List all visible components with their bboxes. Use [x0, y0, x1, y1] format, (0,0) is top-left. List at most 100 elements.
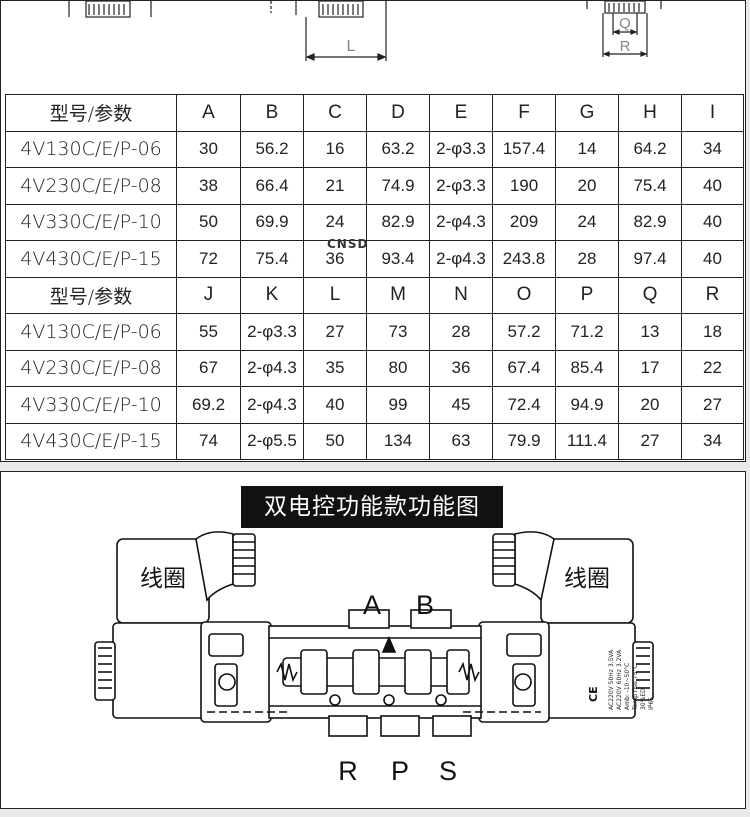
value-cell: 57.2 — [492, 313, 556, 351]
valve-diagram: AC220V 50Hz 3.5VA AC220V 60Hz 3.2VA Amb:… — [94, 531, 655, 786]
coil-right-label: 线圈 — [564, 566, 610, 592]
value-cell: 79.9 — [492, 422, 556, 460]
value-cell: 67.4 — [492, 349, 556, 387]
value-cell: 50 — [176, 203, 241, 241]
port-p — [380, 715, 420, 737]
header-cell: D — [366, 94, 430, 132]
value-cell: 36 — [429, 349, 493, 387]
value-cell: 243.8 — [492, 240, 556, 278]
value-cell: 17 — [618, 349, 682, 387]
model-cell: 4V230C/E/P-08 — [5, 349, 177, 387]
header-model-param: 型号/参数 — [5, 94, 177, 132]
right-spring — [458, 661, 480, 683]
left-spring — [276, 661, 298, 683]
function-diagram-panel: 双电控功能款功能图 — [0, 471, 746, 809]
header-cell: B — [240, 94, 304, 132]
diagram-title: 双电控功能款功能图 — [241, 486, 503, 528]
value-cell: 35 — [303, 349, 367, 387]
header-cell: H — [618, 94, 682, 132]
value-cell: 85.4 — [555, 349, 619, 387]
value-cell: 40 — [681, 240, 744, 278]
value-cell: 74 — [176, 422, 241, 460]
value-cell: 14 — [555, 130, 619, 168]
port-label-p: P — [391, 756, 409, 786]
value-cell: 20 — [618, 386, 682, 424]
value-cell: 28 — [555, 240, 619, 278]
port-label-a: A — [363, 590, 381, 620]
value-cell: 40 — [681, 167, 744, 205]
svg-text:AC220V 50Hz 3.5VA: AC220V 50Hz 3.5VA — [608, 649, 615, 710]
value-cell: 2-φ4.3 — [240, 349, 304, 387]
port-label-r: R — [338, 756, 358, 786]
value-cell: 190 — [492, 167, 556, 205]
value-cell: 20 — [555, 167, 619, 205]
header-cell: K — [240, 276, 304, 314]
value-cell: 63 — [429, 422, 493, 460]
svg-text:AC220V 60Hz 3.2VA: AC220V 60Hz 3.2VA — [616, 649, 623, 710]
value-cell: 2-φ4.3 — [429, 203, 493, 241]
value-cell: 209 — [492, 203, 556, 241]
value-cell: 27 — [303, 313, 367, 351]
value-cell: 82.9 — [618, 203, 682, 241]
nameplate: AC220V 50Hz 3.5VA AC220V 60Hz 3.2VA Amb:… — [608, 649, 655, 711]
value-cell: 45 — [429, 386, 493, 424]
header-model-param: 型号/参数 — [5, 276, 177, 314]
dimension-drawing: L Q R — [68, 1, 662, 61]
value-cell: 2-φ3.3 — [429, 167, 493, 205]
value-cell: 82.9 — [366, 203, 430, 241]
dim-label-l: L — [347, 38, 356, 55]
value-cell: 2-φ4.3 — [429, 240, 493, 278]
model-cell: 4V330C/E/P-10 — [5, 386, 177, 424]
value-cell: 50 — [303, 422, 367, 460]
value-cell: 64.2 — [618, 130, 682, 168]
value-cell: 74.9 — [366, 167, 430, 205]
port-a — [348, 609, 390, 629]
model-cell: 4V330C/E/P-10 — [5, 203, 177, 241]
svg-text:Amb: -10~50°C: Amb: -10~50°C — [624, 663, 631, 710]
ce-mark: CE — [587, 686, 600, 702]
value-cell: 69.9 — [240, 203, 304, 241]
dim-label-r: R — [620, 38, 631, 55]
value-cell: 71.2 — [555, 313, 619, 351]
value-cell: 24 — [303, 203, 367, 241]
value-cell: 157.4 — [492, 130, 556, 168]
value-cell: 21 — [303, 167, 367, 205]
value-cell: 69.2 — [176, 386, 241, 424]
value-cell: 2-φ5.5 — [240, 422, 304, 460]
value-cell: 111.4 — [555, 422, 619, 460]
header-cell: M — [366, 276, 430, 314]
port-label-b: B — [416, 590, 434, 620]
value-cell: 22 — [681, 349, 744, 387]
value-cell: 34 — [681, 130, 744, 168]
port-b — [410, 609, 452, 629]
value-cell: 36 — [303, 240, 367, 278]
svg-text:30%ED: 30%ED — [640, 688, 647, 710]
model-cell: 4V430C/E/P-15 — [5, 240, 177, 278]
header-cell: F — [492, 94, 556, 132]
header-cell: I — [681, 94, 744, 132]
header-cell: E — [429, 94, 493, 132]
header-cell: L — [303, 276, 367, 314]
value-cell: 80 — [366, 349, 430, 387]
svg-text:IP65: IP65 — [648, 697, 655, 710]
value-cell: 13 — [618, 313, 682, 351]
value-cell: 73 — [366, 313, 430, 351]
value-cell: 75.4 — [240, 240, 304, 278]
header-cell: N — [429, 276, 493, 314]
header-cell: Q — [618, 276, 682, 314]
model-cell: 4V230C/E/P-08 — [5, 167, 177, 205]
value-cell: 40 — [303, 386, 367, 424]
value-cell: 27 — [681, 386, 744, 424]
value-cell: 99 — [366, 386, 430, 424]
value-cell: 75.4 — [618, 167, 682, 205]
left-knob — [94, 641, 116, 701]
value-cell: 2-φ3.3 — [240, 313, 304, 351]
model-cell: 4V430C/E/P-15 — [5, 422, 177, 460]
value-cell: 24 — [555, 203, 619, 241]
port-r — [328, 715, 368, 737]
header-cell: R — [681, 276, 744, 314]
